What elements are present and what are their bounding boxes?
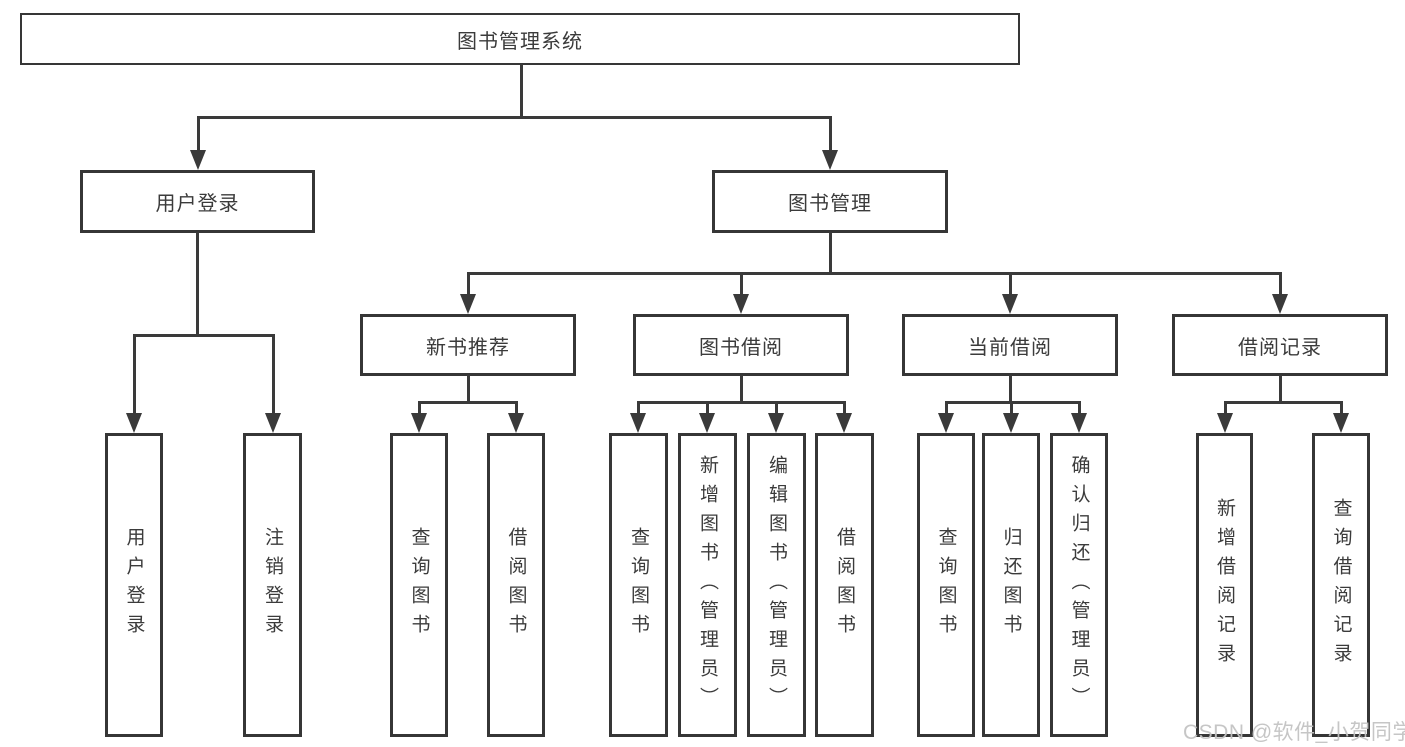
- arrowhead-down-icon: [190, 150, 206, 170]
- connector-drop-current-borrow: [1008, 272, 1012, 300]
- leaf-query-books-1: 查询图书: [390, 433, 448, 737]
- leaf-borrow-books-2: 借阅图书: [815, 433, 874, 737]
- leaf-query-books-3-label: 查询图书: [935, 527, 957, 643]
- connector-drop-book-borrow: [739, 272, 743, 300]
- leaf-borrow-books-2-label: 借阅图书: [834, 527, 855, 643]
- node-current-borrow: 当前借阅: [902, 314, 1118, 376]
- arrowhead-down-icon: [411, 413, 427, 433]
- leaf-confirm-return-admin: 确认归还（管理员）: [1050, 433, 1108, 737]
- node-borrow-records: 借阅记录: [1172, 314, 1388, 376]
- arrowhead-down-icon: [1071, 413, 1087, 433]
- csdn-watermark: CSDN @软件_小贺同学: [1183, 721, 1405, 744]
- arrowhead-down-icon: [768, 413, 784, 433]
- node-book-management: 图书管理: [712, 170, 948, 233]
- leaf-user-login-label: 用户登录: [123, 527, 145, 643]
- node-new-book-recommend: 新书推荐: [360, 314, 576, 376]
- connector-drop-leaf: [514, 401, 518, 418]
- connector-book-borrow-stem: [739, 375, 743, 404]
- arrowhead-down-icon: [822, 150, 838, 170]
- leaf-confirm-return-admin-label: 确认归还（管理员）: [1068, 454, 1090, 716]
- leaf-add-book-admin-label: 新增图书（管理员）: [697, 454, 718, 716]
- node-book-borrow-label: 图书借阅: [699, 336, 783, 359]
- connector-new-book-stem: [466, 375, 470, 404]
- connector-new-book-split: [417, 401, 518, 404]
- node-book-management-label: 图书管理: [788, 193, 872, 215]
- node-new-book-recommend-label: 新书推荐: [426, 336, 510, 359]
- connector-drop-leaf: [842, 401, 846, 418]
- connector-drop-leaf: [271, 334, 275, 418]
- arrowhead-down-icon: [265, 413, 281, 433]
- connector-level3-split: [466, 272, 1282, 275]
- leaf-user-login: 用户登录: [105, 433, 163, 737]
- leaf-logout: 注销登录: [243, 433, 302, 737]
- connector-drop-leaf: [774, 401, 778, 418]
- connector-book-borrow-split: [636, 401, 846, 404]
- leaf-query-books-2-label: 查询图书: [628, 527, 649, 643]
- node-user-login-label: 用户登录: [155, 193, 240, 215]
- leaf-logout-label: 注销登录: [262, 527, 283, 643]
- connector-current-borrow-split: [944, 401, 1081, 404]
- connector-drop-leaf: [417, 401, 421, 418]
- connector-drop-leaf: [705, 401, 709, 418]
- node-current-borrow-label: 当前借阅: [968, 336, 1052, 359]
- arrowhead-down-icon: [1333, 413, 1349, 433]
- connector-book-management-stem: [828, 232, 832, 274]
- connector-drop-leaf: [1223, 401, 1227, 418]
- arrowhead-down-icon: [1003, 413, 1019, 433]
- arrowhead-down-icon: [733, 294, 749, 314]
- leaf-return-books: 归还图书: [982, 433, 1040, 737]
- connector-user-login-split: [132, 334, 275, 337]
- node-user-login: 用户登录: [80, 170, 315, 233]
- node-book-borrow: 图书借阅: [633, 314, 849, 376]
- leaf-query-books-3: 查询图书: [917, 433, 975, 737]
- leaf-return-books-label: 归还图书: [1000, 527, 1022, 643]
- connector-root-stem: [519, 64, 523, 118]
- node-borrow-records-label: 借阅记录: [1238, 336, 1322, 359]
- leaf-add-book-admin: 新增图书（管理员）: [678, 433, 737, 737]
- arrowhead-down-icon: [938, 413, 954, 433]
- connector-current-borrow-stem: [1008, 375, 1012, 404]
- connector-drop-leaf: [1009, 401, 1013, 418]
- connector-drop-leaf: [636, 401, 640, 418]
- node-root-label: 图书管理系统: [457, 30, 583, 53]
- connector-drop-new-book: [466, 272, 470, 300]
- connector-drop-leaf: [944, 401, 948, 418]
- leaf-query-borrow-record-label: 查询借阅记录: [1330, 498, 1352, 672]
- node-root: 图书管理系统: [20, 13, 1020, 65]
- arrowhead-down-icon: [1272, 294, 1288, 314]
- leaf-add-borrow-record-label: 新增借阅记录: [1214, 498, 1235, 672]
- arrowhead-down-icon: [1002, 294, 1018, 314]
- leaf-borrow-books-1: 借阅图书: [487, 433, 545, 737]
- connector-user-login-stem: [195, 232, 199, 336]
- leaf-query-books-2: 查询图书: [609, 433, 668, 737]
- connector-drop-user-login: [196, 116, 200, 154]
- connector-borrow-records-split: [1223, 401, 1343, 404]
- leaf-edit-book-admin: 编辑图书（管理员）: [747, 433, 806, 737]
- connector-drop-leaf: [1077, 401, 1081, 418]
- connector-borrow-records-stem: [1278, 375, 1282, 404]
- connector-drop-book-management: [828, 116, 832, 154]
- arrowhead-down-icon: [630, 413, 646, 433]
- connector-level1-split: [196, 116, 832, 119]
- leaf-add-borrow-record: 新增借阅记录: [1196, 433, 1253, 737]
- leaf-query-books-1-label: 查询图书: [408, 527, 430, 643]
- leaf-edit-book-admin-label: 编辑图书（管理员）: [766, 454, 787, 716]
- connector-drop-borrow-records: [1278, 272, 1282, 300]
- arrowhead-down-icon: [1217, 413, 1233, 433]
- connector-drop-leaf: [132, 334, 136, 418]
- leaf-query-borrow-record: 查询借阅记录: [1312, 433, 1370, 737]
- connector-drop-leaf: [1339, 401, 1343, 418]
- arrowhead-down-icon: [460, 294, 476, 314]
- arrowhead-down-icon: [508, 413, 524, 433]
- arrowhead-down-icon: [699, 413, 715, 433]
- arrowhead-down-icon: [126, 413, 142, 433]
- arrowhead-down-icon: [836, 413, 852, 433]
- leaf-borrow-books-1-label: 借阅图书: [505, 527, 527, 643]
